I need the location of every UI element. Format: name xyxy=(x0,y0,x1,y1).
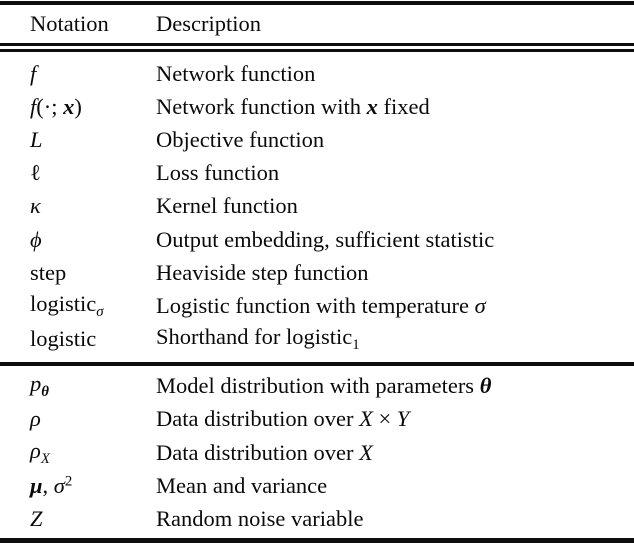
table-row: f Network function xyxy=(0,58,634,91)
column-header-description: Description xyxy=(156,10,261,36)
table-row: ϕ Output embedding, sufficient statistic xyxy=(0,223,634,256)
column-header-notation: Notation xyxy=(30,10,109,36)
description-cell: Shorthand for logistic1 xyxy=(156,324,634,354)
description-cell: Model distribution with parameters θ xyxy=(156,373,634,399)
description-cell: Heaviside step function xyxy=(156,260,634,286)
text-token: ℓ xyxy=(30,160,41,186)
text-token: Data distribution over xyxy=(156,406,360,432)
notation-cell: logistic xyxy=(0,326,156,352)
table-row: step Heaviside step function xyxy=(0,256,634,289)
text-token: Network function with xyxy=(156,94,367,120)
text-token: ϕ xyxy=(30,226,42,252)
text-token: X xyxy=(359,439,373,465)
text-token: X xyxy=(359,406,373,432)
text-token: Shorthand for logistic xyxy=(156,323,353,349)
text-token: X xyxy=(40,450,50,467)
description-cell: Loss function xyxy=(156,160,634,186)
text-token: x xyxy=(366,94,378,120)
description-cell: Logistic function with temperature σ xyxy=(156,293,634,319)
text-token: σ xyxy=(474,292,486,318)
text-token: 1 xyxy=(352,336,360,353)
notation-cell: ρ xyxy=(0,406,156,432)
text-token: , xyxy=(42,472,54,498)
text-token: L xyxy=(30,127,43,153)
notation-cell: κ xyxy=(0,193,156,219)
description-cell: Objective function xyxy=(156,127,634,153)
notation-cell: L xyxy=(0,127,156,153)
text-token: step xyxy=(30,259,67,285)
table-row: L Objective function xyxy=(0,124,634,157)
text-token: logistic xyxy=(30,290,97,316)
text-token: Y xyxy=(396,406,410,432)
text-token: (·; xyxy=(36,94,64,120)
text-token: κ xyxy=(30,193,41,219)
text-token: 2 xyxy=(64,473,73,490)
text-token: x xyxy=(63,94,75,120)
description-cell: Random noise variable xyxy=(156,506,634,532)
notation-cell: ρX xyxy=(0,438,156,468)
notation-cell: Z xyxy=(0,506,156,532)
notation-cell: logisticσ xyxy=(0,291,156,321)
description-cell: Kernel function xyxy=(156,193,634,219)
text-token: Random noise variable xyxy=(156,505,364,531)
section-separator-rule xyxy=(0,362,634,366)
description-cell: Mean and variance xyxy=(156,473,634,499)
text-token: Output embedding, sufficient statistic xyxy=(156,226,495,252)
text-token: θ xyxy=(41,384,49,401)
notation-cell: f xyxy=(0,61,156,87)
description-cell: Data distribution over X × Y xyxy=(156,406,634,432)
text-token: Mean and variance xyxy=(156,472,328,498)
text-token: Z xyxy=(30,505,43,531)
description-cell: Data distribution over X xyxy=(156,440,634,466)
notation-cell: step xyxy=(0,260,156,286)
table-row: logistic Shorthand for logistic1 xyxy=(0,322,634,355)
description-cell: Network function xyxy=(156,61,634,87)
text-token: σ xyxy=(53,472,65,498)
text-token: Loss function xyxy=(156,160,280,186)
table-row: ℓ Loss function xyxy=(0,157,634,190)
description-cell: Network function with x fixed xyxy=(156,94,634,120)
notation-cell: pθ xyxy=(0,371,156,401)
text-token: Heaviside step function xyxy=(156,259,369,285)
table-row: Z Random noise variable xyxy=(0,502,634,535)
text-token: Logistic function with temperature xyxy=(156,292,475,318)
header-separator-double-rule xyxy=(0,42,634,52)
notation-cell: f(·; x) xyxy=(0,94,156,120)
text-token: ) xyxy=(74,94,82,120)
text-token: × xyxy=(372,406,397,432)
text-token: Data distribution over xyxy=(156,439,360,465)
table-row: f(·; x)Network function with x fixed xyxy=(0,91,634,124)
bottom-rule xyxy=(0,538,634,543)
table-row: ρ Data distribution over X × Y xyxy=(0,403,634,436)
text-token: p xyxy=(30,371,42,397)
text-token: Objective function xyxy=(156,127,325,153)
notation-cell: ϕ xyxy=(0,227,156,253)
text-token: fixed xyxy=(377,94,430,120)
notation-cell: ℓ xyxy=(0,160,156,186)
text-token: Kernel function xyxy=(156,193,298,219)
text-token: ρ xyxy=(30,406,41,432)
description-cell: Output embedding, sufficient statistic xyxy=(156,227,634,253)
text-token: ρ xyxy=(30,437,41,463)
table-row: κ Kernel function xyxy=(0,190,634,223)
text-token: μ xyxy=(30,472,43,498)
top-rule xyxy=(0,1,634,5)
text-token: f xyxy=(30,94,37,120)
text-token: Model distribution with parameters xyxy=(156,373,480,399)
text-token: Network function xyxy=(156,61,316,87)
table-header-row: Notation Description xyxy=(0,5,634,43)
text-token: σ xyxy=(96,303,104,320)
notation-cell: μ, σ2 xyxy=(0,473,156,499)
text-token: logistic xyxy=(30,325,97,351)
text-token: f xyxy=(30,61,37,87)
text-token: θ xyxy=(479,373,492,399)
